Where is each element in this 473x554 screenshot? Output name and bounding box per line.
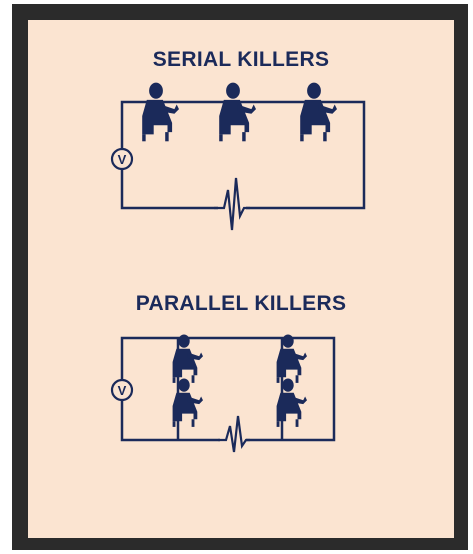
serial-spark-icon bbox=[214, 177, 250, 231]
serial-circuit: V bbox=[110, 82, 366, 231]
serial-figure-3-icon bbox=[300, 82, 337, 142]
parallel-voltmeter-icon bbox=[110, 378, 134, 402]
parallel-voltmeter-label: V bbox=[118, 383, 127, 398]
serial-figure-2-icon bbox=[219, 82, 256, 142]
parallel-killers-title: PARALLEL KILLERS bbox=[135, 292, 347, 315]
serial-killers-title: SERIAL KILLERS bbox=[152, 48, 330, 71]
parallel-spark-icon bbox=[218, 415, 250, 453]
serial-voltmeter-icon bbox=[110, 147, 134, 171]
parallel-wire-loop bbox=[120, 336, 336, 442]
serial-wire-loop bbox=[120, 100, 366, 210]
serial-figure-1-icon bbox=[142, 82, 179, 142]
circuit-drawings: V V bbox=[110, 82, 366, 453]
parallel-circuit: V bbox=[110, 334, 336, 453]
picture-panel: SERIAL KILLERS PARALLEL KILLERS bbox=[28, 20, 454, 538]
serial-voltmeter-label: V bbox=[118, 152, 127, 167]
